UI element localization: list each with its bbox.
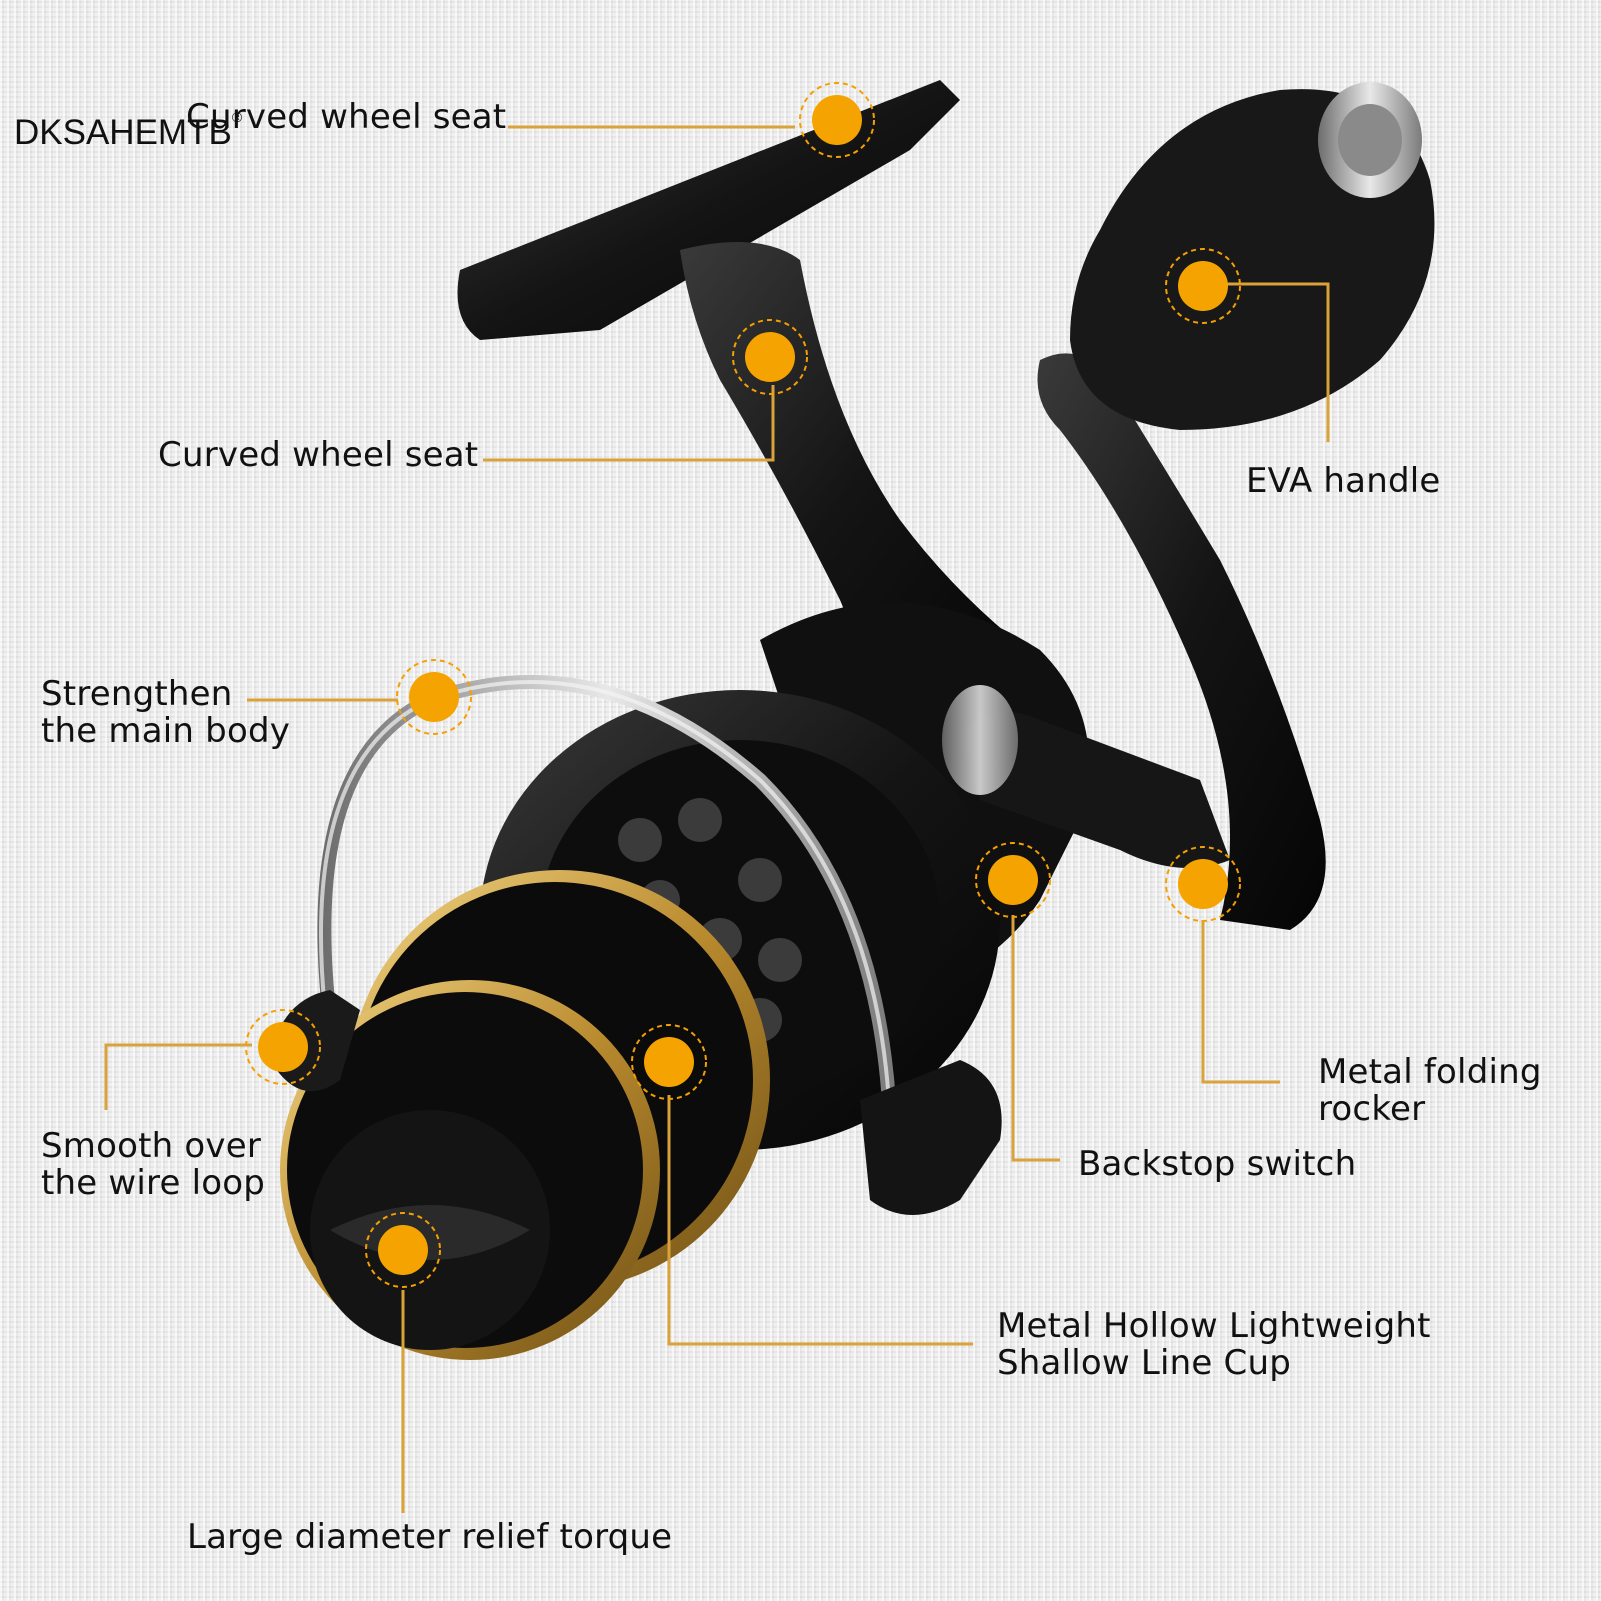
callout-wire-loop: Smooth over the wire loop xyxy=(41,1126,266,1203)
crank-shaft xyxy=(960,712,1230,868)
reel-foot xyxy=(457,80,960,340)
bail-arm xyxy=(860,1060,1002,1215)
handle-arm xyxy=(1037,353,1326,930)
callout-top-seat: Curved wheel seat xyxy=(186,97,507,137)
callout-mid-seat: Curved wheel seat xyxy=(158,435,479,475)
callout-folding-rocker: Metal folding rocker xyxy=(1318,1052,1542,1129)
callout-backstop: Backstop switch xyxy=(1078,1144,1357,1184)
brand-watermark: DKSAHEMTB® xyxy=(14,109,243,152)
callout-eva-handle: EVA handle xyxy=(1246,461,1441,501)
callout-strengthen: Strengthen the main body xyxy=(41,674,291,751)
callout-dots xyxy=(245,82,1241,1288)
callout-line-cup: Metal Hollow Lightweight Shallow Line Cu… xyxy=(997,1306,1431,1383)
callout-relief-torque: Large diameter relief torque xyxy=(187,1517,673,1557)
shaft-bearing xyxy=(942,685,1018,795)
callout-lines xyxy=(104,125,1330,1513)
